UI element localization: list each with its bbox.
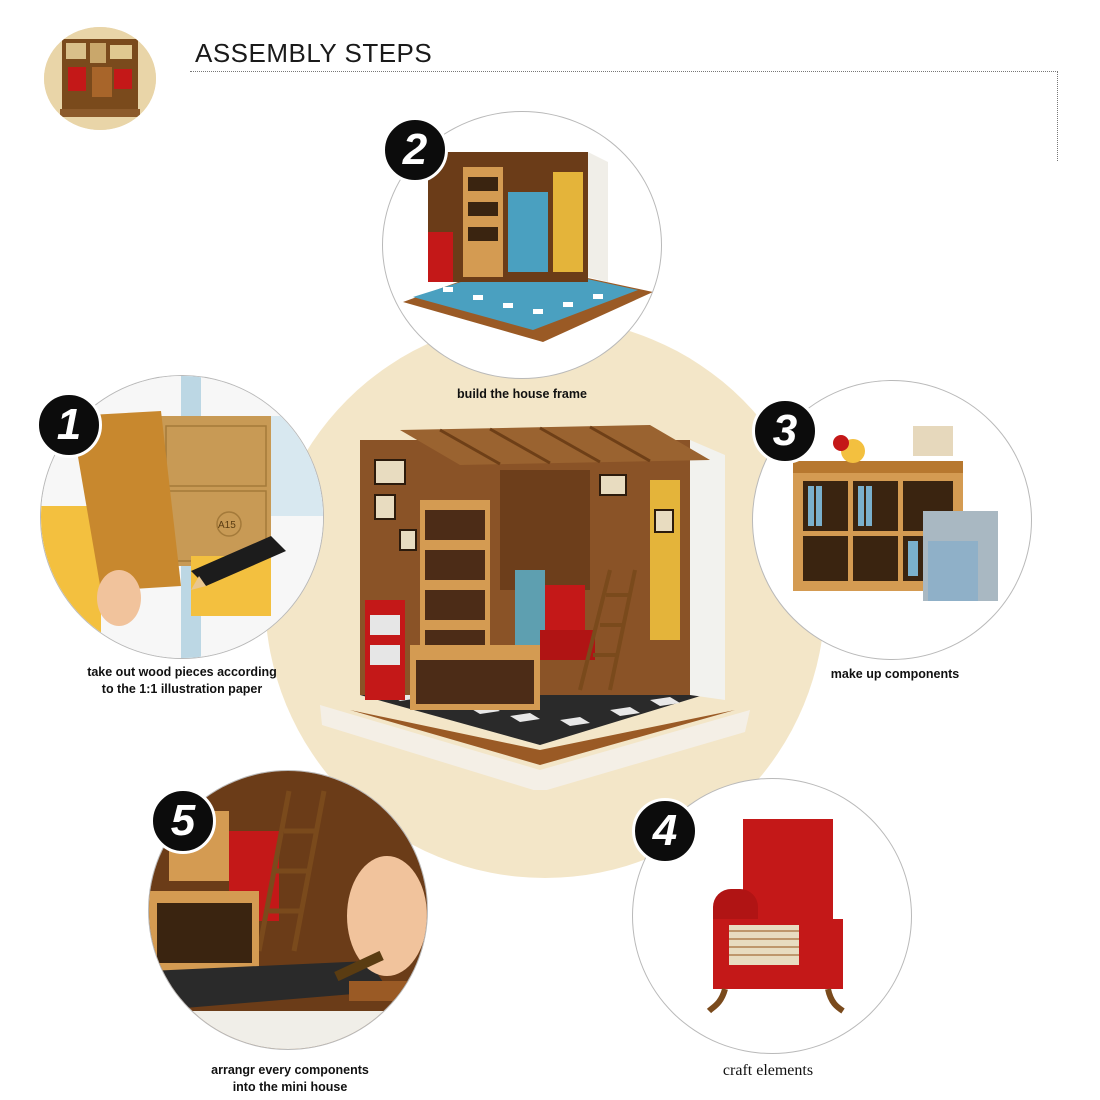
paper-code-label: A15	[218, 520, 236, 531]
step-2-caption-line: build the house frame	[457, 387, 587, 401]
header-divider-vertical	[1057, 71, 1058, 161]
header-thumbnail	[44, 27, 156, 130]
step-2-number-badge: 2	[382, 117, 448, 183]
step-2-image-circle	[382, 111, 662, 379]
page-title: ASSEMBLY STEPS	[195, 38, 433, 68]
step-2-caption: build the house frame	[422, 386, 622, 403]
step-4-caption: craft elements	[668, 1062, 868, 1079]
step-4-caption-line: craft elements	[722, 1062, 814, 1079]
step-1-number-badge: 1	[36, 392, 102, 458]
step-5-image-circle	[148, 770, 428, 1050]
step-4-number-badge: 4	[632, 798, 698, 864]
step-5-caption: arrangr every components into the mini h…	[140, 1062, 440, 1096]
step-5-number-badge: 5	[150, 788, 216, 854]
step-1-caption-line-2: to the 1:1 illustration paper	[101, 682, 263, 696]
header-divider	[190, 71, 1058, 72]
step-1-caption: take out wood pieces according to the 1:…	[40, 664, 324, 698]
step-1-caption-line-1: take out wood pieces according	[87, 665, 277, 679]
step-5-caption-line-1: arrangr every components	[211, 1063, 369, 1077]
step-3-caption: make up components	[790, 666, 1000, 683]
step-5-caption-line-2: into the mini house	[232, 1080, 348, 1094]
step-3-caption-line: make up components	[830, 667, 960, 681]
step-3-number-badge: 3	[752, 398, 818, 464]
central-diorama-image	[320, 420, 750, 790]
